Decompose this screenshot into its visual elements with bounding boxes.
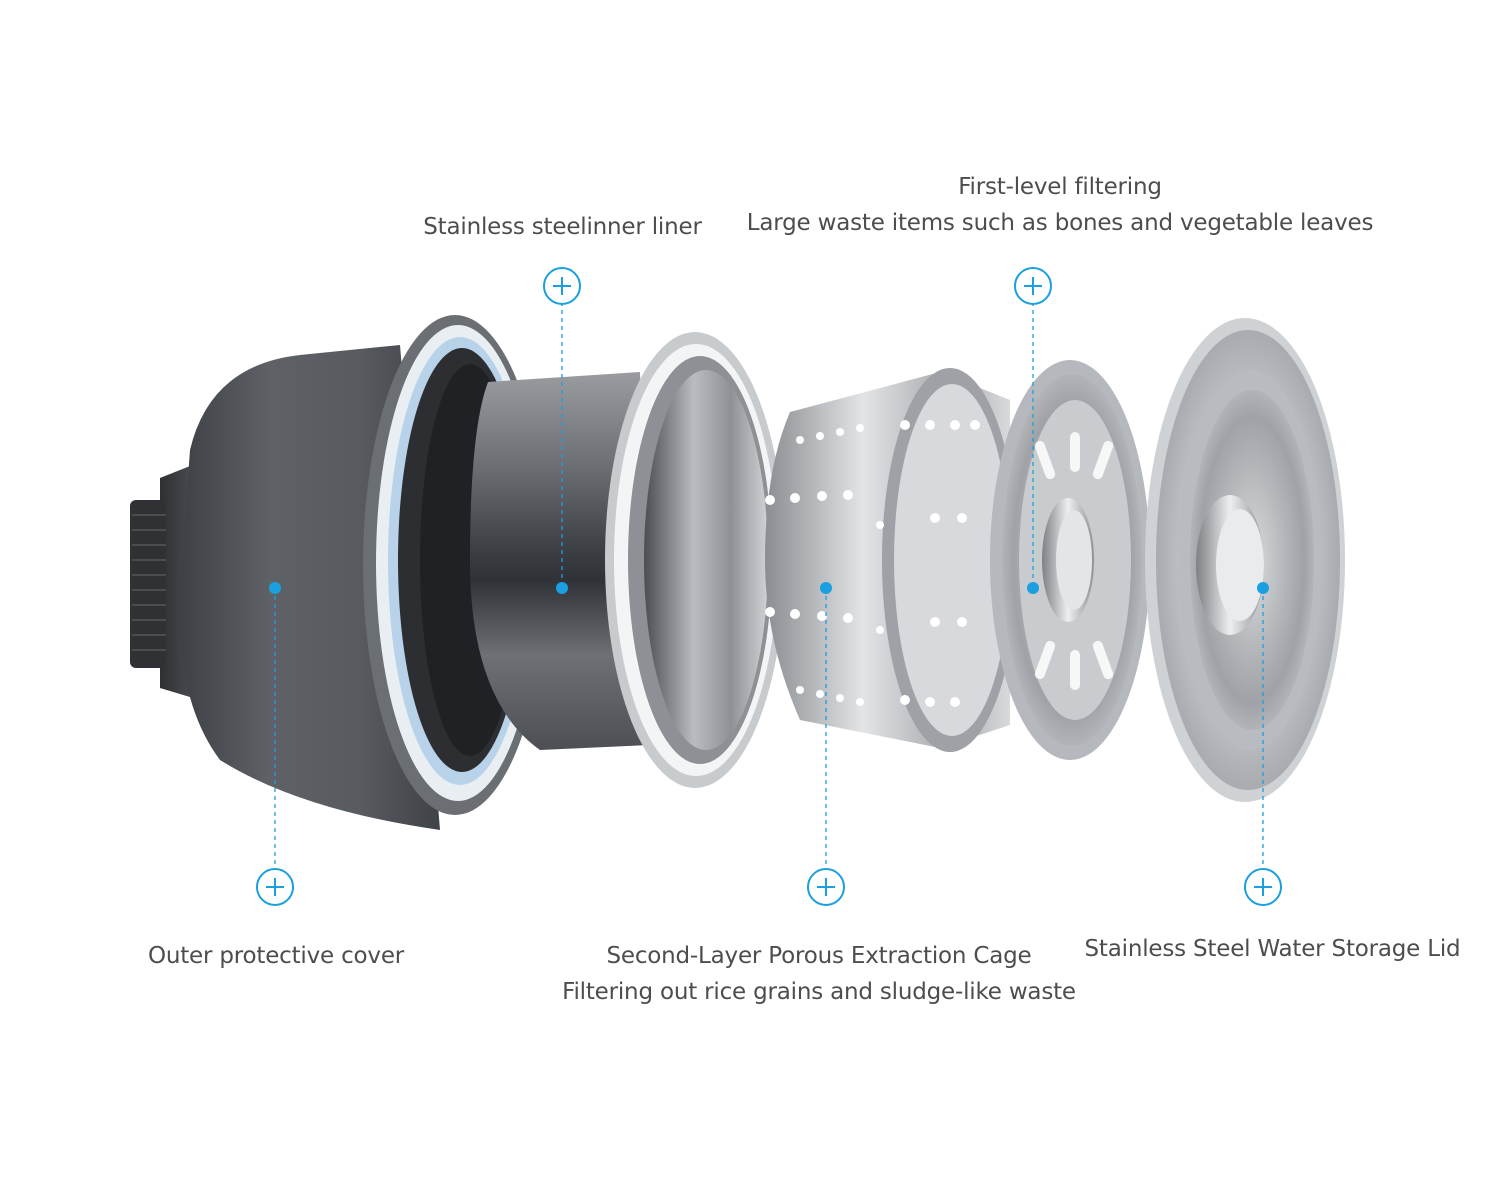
label-lid-title: Stainless Steel Water Storage Lid [1084,936,1461,962]
label-first-level-desc: Large waste items such as bones and vege… [746,210,1374,236]
label-outer-cover-title: Outer protective cover [147,943,405,969]
plus-circle-icon[interactable] [256,868,294,906]
label-first-level-title: First-level filtering [958,174,1162,200]
label-cage: Second-Layer Porous Extraction Cage Filt… [545,938,1093,1010]
plus-circle-icon[interactable] [807,868,845,906]
label-cage-title: Second-Layer Porous Extraction Cage [606,943,1032,969]
plus-circle-icon[interactable] [1244,868,1282,906]
porous-extraction-cage [765,368,1018,752]
dot-icon [1027,582,1039,594]
label-cage-desc: Filtering out rice grains and sludge-lik… [562,979,1076,1005]
label-first-level: First-level filtering Large waste items … [730,169,1390,241]
dot-icon [269,582,281,594]
water-storage-lid [1145,318,1345,802]
plus-circle-icon[interactable] [1014,267,1052,305]
dot-icon [556,582,568,594]
label-lid: Stainless Steel Water Storage Lid [1080,931,1465,967]
stainless-inner-liner [470,332,785,788]
dot-icon [820,582,832,594]
dot-icon [1257,582,1269,594]
label-liner-title: Stainless steelinner liner [423,214,702,240]
label-outer-cover: Outer protective cover [115,938,437,974]
plus-circle-icon[interactable] [543,267,581,305]
label-liner: Stainless steelinner liner [380,209,745,245]
first-level-filter [990,360,1150,760]
